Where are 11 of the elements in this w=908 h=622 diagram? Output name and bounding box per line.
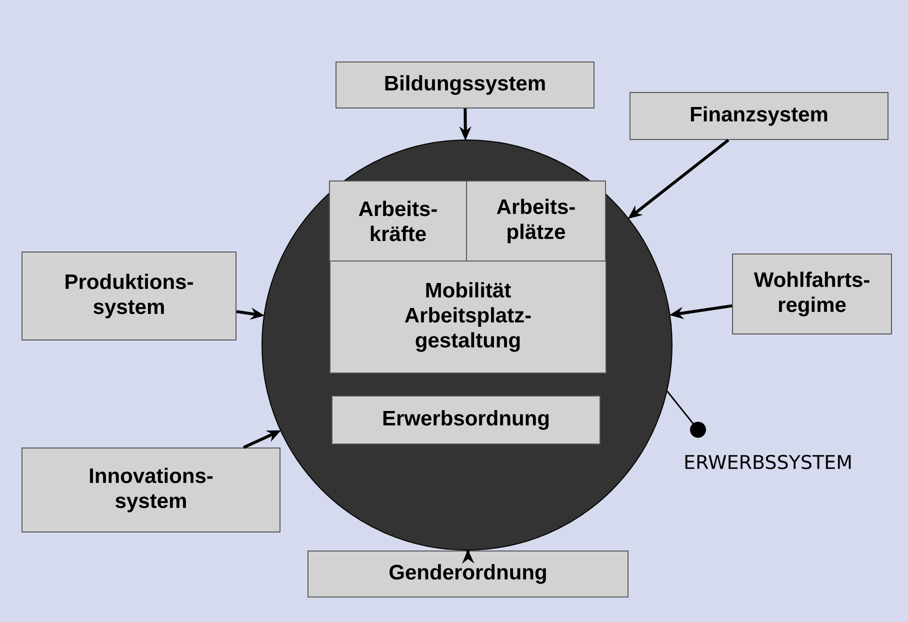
text-box: Genderordnung xyxy=(308,550,628,598)
text-box: Innovations- system xyxy=(22,448,280,532)
text-box: Bildungssystem xyxy=(336,62,594,108)
text-box: Arbeits- kräfte xyxy=(329,180,467,262)
text-box: Finanzsystem xyxy=(630,92,888,140)
text-box: Wohlfahrts- regime xyxy=(732,254,892,334)
text-box: Arbeits- plätze xyxy=(466,180,606,262)
leader-line xyxy=(666,390,706,438)
system-label: ERWERBSSYSTEM xyxy=(685,454,851,470)
text-box: Erwerbsordnung xyxy=(332,396,600,444)
text-box: Produktions- system xyxy=(22,252,236,340)
